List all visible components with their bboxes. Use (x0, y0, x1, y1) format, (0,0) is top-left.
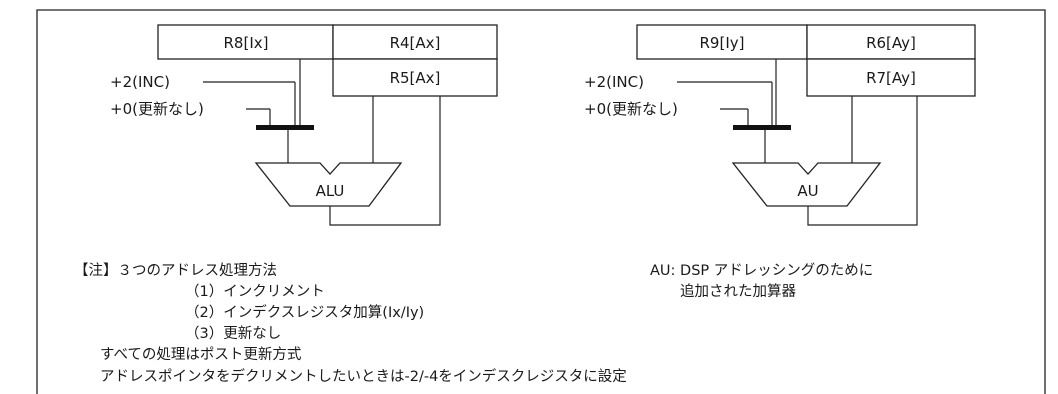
right-reg-r9: R9[Iy] (636, 24, 808, 60)
right-au-shape (731, 162, 882, 207)
left-mux-bar (256, 125, 314, 130)
notes-item-3: （3）更新なし (185, 325, 281, 342)
au-note-block: AU: DSP アドレッシングのために 追加された加算器 (650, 262, 873, 300)
left-alu-label: ALU (316, 182, 345, 200)
left-input-inc-label: +2(INC) (110, 73, 170, 91)
right-input-zero-label: +0(更新なし) (584, 100, 678, 118)
left-reg-r4: R4[Ax] (332, 24, 498, 60)
outer-frame (36, 9, 1046, 394)
right-reg-r7-label: R7[Ay] (866, 69, 916, 87)
left-reg-r8-label: R8[Ix] (224, 34, 269, 52)
right-input-inc-label: +2(INC) (584, 73, 644, 91)
right-mux-bar (733, 125, 791, 130)
right-reg-r9-label: R9[Iy] (700, 34, 745, 52)
notes-block: 【注】３つのアドレス処理方法 （1）インクリメント （2）インデクスレジスタ加算… (74, 262, 627, 385)
right-reg-r6: R6[Ay] (806, 24, 976, 60)
notes-item-1: （1）インクリメント (185, 283, 325, 300)
left-reg-r5: R5[Ax] (332, 58, 498, 97)
au-note-line-1: AU: DSP アドレッシングのために (650, 262, 873, 279)
left-input-zero-label: +0(更新なし) (110, 100, 204, 118)
right-au-label: AU (797, 182, 818, 200)
right-reg-r6-label: R6[Ay] (866, 34, 916, 52)
left-diagram: R8[Ix] R4[Ax] R5[Ax] +2(INC) +0(更新なし) AL… (110, 24, 498, 226)
left-reg-r4-label: R4[Ax] (390, 34, 441, 52)
notes-item-2: （2）インデクスレジスタ加算(Ix/Iy) (185, 303, 424, 321)
notes-line-1: すべての処理はポスト更新方式 (100, 346, 302, 363)
notes-title: 【注】３つのアドレス処理方法 (74, 262, 277, 279)
notes-line-2: アドレスポインタをデクリメントしたいときは-2/-4をインデスクレジスタに設定 (100, 367, 627, 385)
au-note-line-2: 追加された加算器 (680, 283, 796, 300)
right-diagram: R9[Iy] R6[Ay] R7[Ay] +2(INC) +0(更新なし) AU (584, 24, 976, 226)
left-reg-r8: R8[Ix] (157, 24, 334, 60)
right-reg-r7: R7[Ay] (806, 58, 976, 97)
left-reg-r5-label: R5[Ax] (390, 69, 441, 87)
left-alu-shape (254, 162, 403, 207)
